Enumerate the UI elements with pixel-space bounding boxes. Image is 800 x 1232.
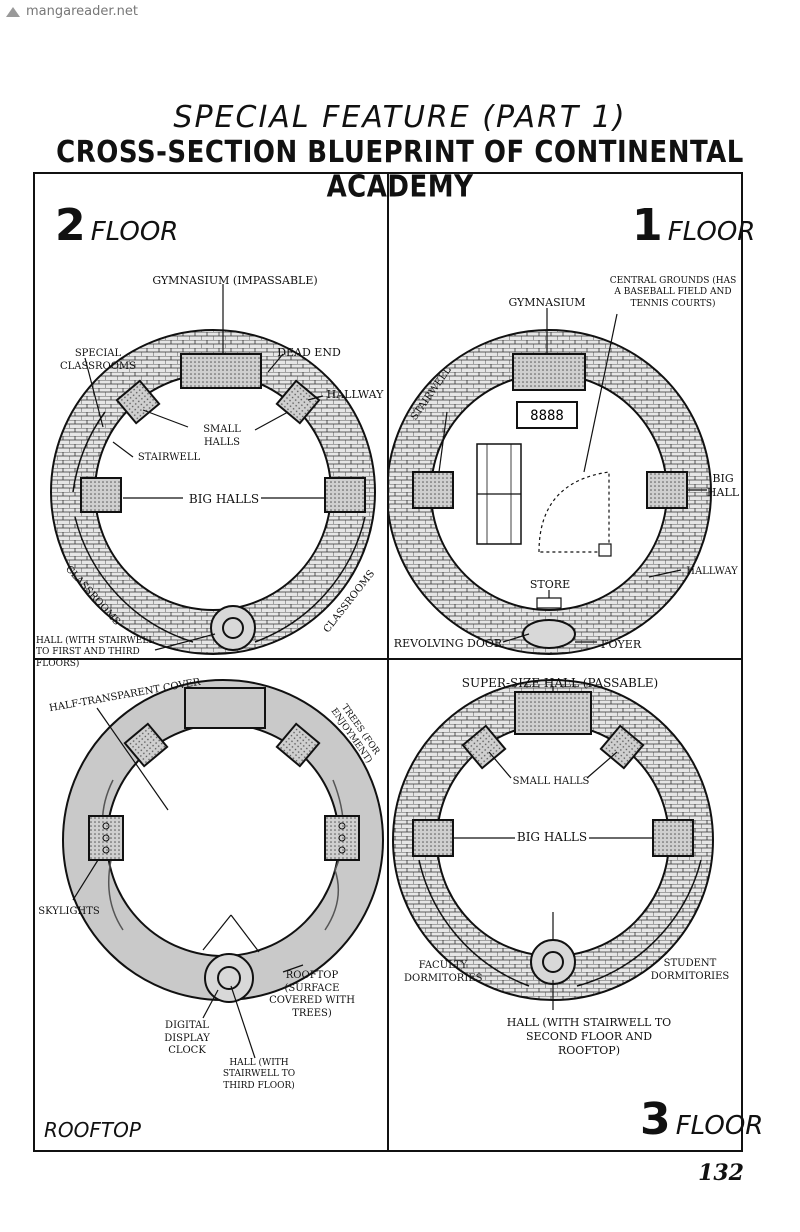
floor2-heading: 2 FLOOR — [55, 200, 178, 251]
floor2-diagram — [50, 284, 376, 655]
rooftop-skylights-label: SKYLIGHTS — [38, 906, 100, 917]
floor2-big-halls-label: BIG HALLS — [188, 492, 260, 506]
watermark: mangareader.net — [4, 4, 138, 19]
floor2-gym-label: GYMNASIUM (IMPASSABLE) — [152, 274, 318, 287]
floor1-stair-block — [412, 471, 454, 509]
floor1-store-label: STORE — [529, 578, 571, 591]
floor1-big-hall-label: BIG HALL — [706, 472, 740, 499]
floor1-store — [536, 597, 562, 609]
rooftop-cover-block — [184, 687, 266, 729]
floor2-hall-label: HALL (WITH STAIRWELL TO FIRST AND THIRD … — [36, 636, 155, 669]
floor1-big-hall-block — [646, 471, 688, 509]
floor1-scoreboard — [516, 401, 578, 429]
floor1-diagram: 8888 — [389, 308, 712, 655]
floor2-special-label: SPECIAL CLASSROOMS — [59, 348, 137, 372]
floor3-faculty-label: FACULTY DORMITORIES — [404, 960, 483, 984]
floor1-number: 1 — [632, 200, 663, 251]
floor1-gym-block — [512, 353, 586, 391]
floor3-hall-label: HALL (WITH STAIRWELL TO SECOND FLOOR AND… — [506, 1016, 672, 1057]
floor3-heading: 3 FLOOR — [640, 1094, 763, 1145]
floor3-small-halls-label: SMALL HALLS — [512, 776, 590, 787]
watermark-logo-icon — [6, 6, 20, 17]
floor3-word: FLOOR — [675, 1111, 764, 1141]
floor3-super-label: SUPER-SIZE HALL (PASSABLE) — [461, 676, 659, 690]
floor2-big-hall-right — [324, 477, 366, 513]
floor3-diagram — [392, 679, 714, 1010]
floor2-hall-stair — [210, 605, 256, 651]
floor1-baseball-field — [538, 471, 610, 553]
floor2-big-hall-left — [80, 477, 122, 513]
floor3-student-label: STUDENT DORMITORIES — [650, 958, 730, 982]
floor1-foyer — [522, 619, 576, 649]
vertical-divider — [387, 172, 389, 1152]
floor2-gym-block — [180, 353, 262, 389]
page-title: CROSS-SECTION BLUEPRINT OF CONTINENTAL A… — [56, 135, 744, 205]
floor2-word: FLOOR — [90, 217, 179, 247]
floor3-big-halls-label: BIG HALLS — [516, 830, 588, 844]
floor1-word: FLOOR — [667, 217, 756, 247]
floor1-foyer-label: FOYER — [600, 638, 642, 651]
floor3-big-hall-left — [412, 819, 454, 857]
rooftop-rooftop-label: ROOFTOP (SURFACE COVERED WITH TREES) — [269, 970, 355, 1019]
floor2-stairwell-label: STAIRWELL — [137, 452, 201, 463]
rooftop-trees-right — [324, 779, 345, 931]
floor1-hallway-label: HALLWAY — [686, 566, 738, 577]
floor3-super-hall-block — [514, 691, 592, 735]
page-number: 132 — [698, 1160, 744, 1186]
floor1-revolving-label: REVOLVING DOOR — [393, 637, 503, 650]
floor1-central-label: CENTRAL GROUNDS (HAS A BASEBALL FIELD AN… — [609, 276, 737, 309]
floor3-hall — [530, 939, 576, 985]
floor3-number: 3 — [640, 1094, 671, 1145]
rooftop-word: ROOFTOP — [44, 1118, 141, 1142]
floor1-heading: 1 FLOOR — [632, 200, 755, 251]
floor2-hallway-label: HALLWAY — [326, 388, 384, 401]
floor2-dead-end-label: DEAD END — [277, 346, 341, 359]
page-subtitle: SPECIAL FEATURE (PART 1) — [173, 100, 627, 135]
rooftop-clock-label: DIGITAL DISPLAY CLOCK — [164, 1020, 210, 1056]
floor1-gym-label: GYMNASIUM — [508, 296, 586, 309]
watermark-text: mangareader.net — [26, 4, 138, 19]
floor2-number: 2 — [55, 200, 86, 251]
horizontal-divider — [33, 658, 743, 660]
floor2-small-halls-label: SMALL HALLS — [203, 424, 241, 448]
rooftop-hall-label: HALL (WITH STAIRWELL TO THIRD FLOOR) — [222, 1058, 296, 1091]
floor1-scoreboard-digits: 8888 — [530, 408, 564, 424]
rooftop-hall — [204, 953, 254, 1003]
floor3-big-hall-right — [652, 819, 694, 857]
rooftop-diagram — [62, 679, 384, 1059]
